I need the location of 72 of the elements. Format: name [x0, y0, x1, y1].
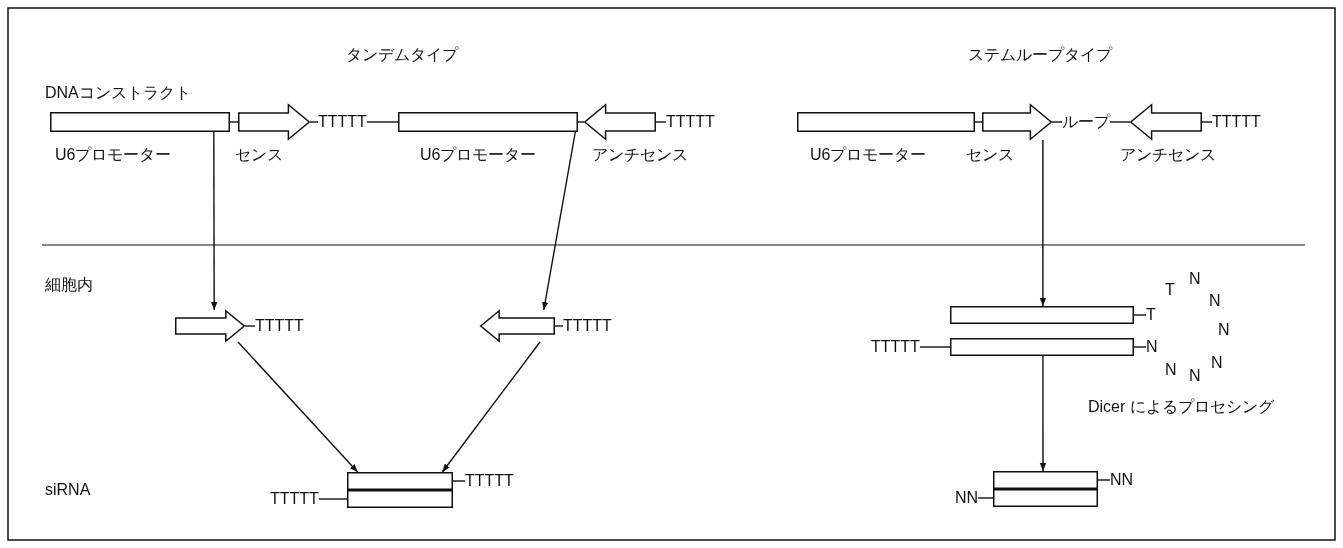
sequence-text: TTTTT [563, 317, 612, 335]
strand-bar [347, 472, 453, 490]
connector-line [366, 121, 399, 123]
part-caption: U6プロモーター [810, 146, 927, 164]
arrow [441, 341, 541, 473]
heading: タンデムタイプ [346, 46, 458, 64]
connector-line [1201, 121, 1213, 123]
sequence-text: NN [1110, 471, 1134, 489]
sequence-text: NN [955, 489, 979, 507]
part-caption: U6プロモーター [55, 146, 172, 164]
strand-bar [347, 490, 453, 508]
arrow [211, 131, 218, 311]
part-caption: センス [966, 146, 1014, 164]
row-label: DNAコンストラクト [45, 84, 191, 102]
part-caption: U6プロモーター [420, 146, 537, 164]
connector-line [318, 498, 348, 500]
sequence-text: TTTTT [1212, 113, 1261, 131]
connector-line [977, 497, 994, 499]
sequence-text: TTTTT [465, 472, 514, 490]
part-caption: アンチセンス [592, 146, 688, 164]
arrow [1039, 139, 1047, 307]
heading: ステムループタイプ [968, 46, 1112, 64]
row-label: siRNA [45, 481, 91, 499]
strand-bar [993, 489, 1098, 507]
part-caption: センス [235, 146, 283, 164]
sequence-text: ループ [1062, 113, 1110, 131]
arrow [237, 341, 359, 473]
loop-letter: N [1218, 321, 1230, 339]
connector-line [1051, 121, 1063, 123]
promoter-box [797, 112, 975, 132]
loop-letter: N [1165, 361, 1177, 379]
connector-line [554, 325, 564, 327]
sequence-text: TTTTT [666, 113, 715, 131]
arrow [542, 131, 576, 311]
strand-bar [993, 471, 1098, 489]
strand-arrow [480, 310, 555, 342]
arrow [1039, 355, 1047, 472]
loop-letter: N [1211, 354, 1223, 372]
sequence-text: TTTTT [318, 113, 367, 131]
connector-line [655, 121, 667, 123]
connector-line [1109, 121, 1131, 123]
strand-arrow [584, 104, 656, 140]
row-label: 細胞内 [45, 276, 93, 294]
connector-line [229, 121, 239, 123]
sequence-text: TTTTT [871, 338, 920, 356]
sequence-text: N [1146, 338, 1158, 356]
loop-letter: T [1165, 281, 1175, 299]
promoter-box [50, 112, 230, 132]
strand-arrow [982, 104, 1052, 140]
strand-arrow [1130, 104, 1202, 140]
connector-line [577, 121, 585, 123]
part-caption: アンチセンス [1120, 146, 1216, 164]
strand-arrow [175, 310, 245, 342]
strand-bar [950, 338, 1134, 356]
promoter-box [398, 112, 578, 132]
connector-line [309, 121, 319, 123]
connector-line [1133, 346, 1147, 348]
annotation: Dicer によるプロセシング [1088, 398, 1274, 416]
strand-bar [950, 306, 1134, 324]
connector-line [1097, 479, 1111, 481]
connector-line [244, 325, 256, 327]
connector-line [1133, 314, 1147, 316]
connector-line [452, 480, 466, 482]
sequence-text: T [1146, 306, 1156, 324]
connector-line [919, 346, 951, 348]
sequence-text: TTTTT [270, 490, 319, 508]
connector-line [974, 121, 983, 123]
loop-letter: N [1189, 367, 1201, 385]
sequence-text: TTTTT [255, 317, 304, 335]
loop-letter: N [1189, 270, 1201, 288]
strand-arrow [238, 104, 310, 140]
loop-letter: N [1209, 292, 1221, 310]
